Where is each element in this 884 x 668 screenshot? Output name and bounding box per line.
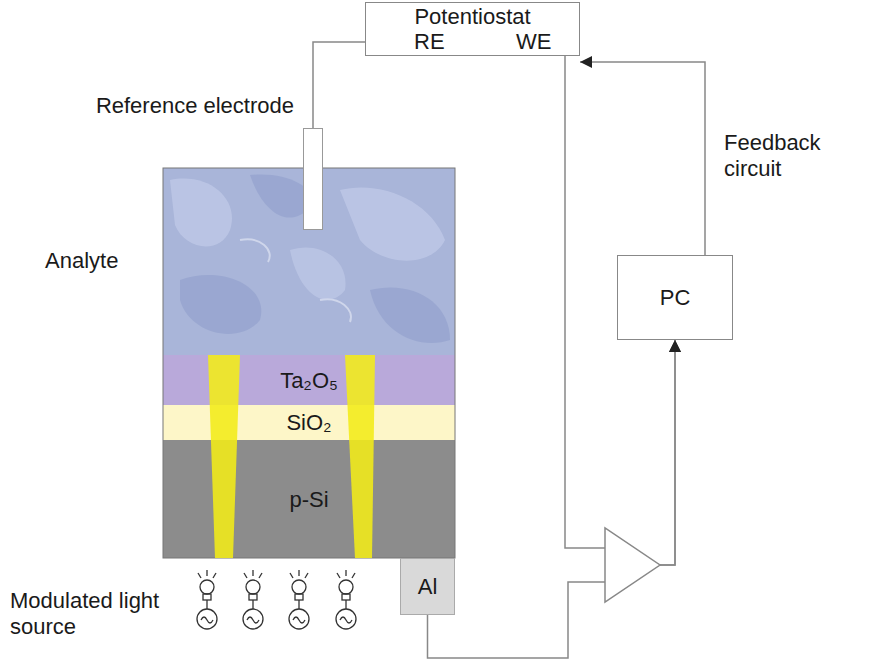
lamp-array <box>197 570 356 629</box>
lamp-symbol <box>289 570 309 629</box>
ta2o5-fill <box>163 355 455 405</box>
pc-box: PC <box>617 255 733 340</box>
oxide-layer: SiO₂ <box>163 405 455 440</box>
light-beam <box>345 355 375 558</box>
wire <box>428 340 676 658</box>
node-title: p-Si <box>163 440 455 558</box>
node-title: Al <box>401 559 454 614</box>
source-label: Modulated light source <box>10 588 160 640</box>
node-title: Ta₂O₅ <box>163 355 455 405</box>
psi-fill <box>163 440 455 558</box>
lamp-symbol <box>243 570 263 629</box>
terminal-label: WE <box>516 29 551 54</box>
light-beam <box>208 355 240 558</box>
potentiostat-box: PotentiostatRE WE <box>365 2 580 56</box>
contact-box: Al <box>400 558 455 615</box>
terminal-label: RE <box>414 29 445 54</box>
wire <box>580 62 705 255</box>
node-title: Potentiostat <box>366 4 579 29</box>
lamp-symbol <box>197 570 217 629</box>
reference-electrode: Reference electrode <box>303 128 323 230</box>
wire <box>313 42 365 128</box>
lamp-symbol <box>336 570 356 629</box>
sio2-fill <box>163 405 455 440</box>
amplifier-symbol <box>605 528 660 602</box>
node-title: Analyte <box>45 248 118 273</box>
analyte-region: Analyte <box>163 168 455 355</box>
node-title: SiO₂ <box>163 405 455 440</box>
loop-label: Feedback circuit <box>724 130 839 182</box>
node-title: PC <box>618 256 732 339</box>
silicon-layer: p-Si <box>163 440 455 558</box>
oxide-layer: Ta₂O₅ <box>163 355 455 405</box>
node-title: Reference electrode <box>14 93 294 118</box>
